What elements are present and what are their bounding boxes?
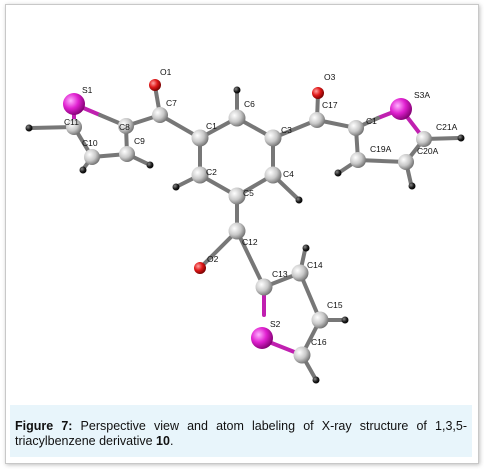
atom-label: C8 [119,122,130,132]
hydrogen-atoms [25,86,465,384]
atom-label: C16 [311,337,327,347]
hydrogen-atom [312,376,320,384]
bond [356,158,408,164]
carbon-atom [228,222,246,240]
hydrogen-atom [457,134,465,142]
compound-number: 10 [156,434,170,448]
atom-labels: S1 O1 C7 C6 O3 C17 S3A C11 C8 C9 C10 C1 … [64,67,458,347]
atom-label: C9 [134,136,145,146]
figure-caption: Figure 7: Perspective view and atom labe… [15,419,467,449]
atom-label: C17 [322,100,338,110]
carbon-atoms [66,107,432,364]
hydrogen-atom [146,161,154,169]
atom-label: C4 [283,169,294,179]
carbon-atom [311,311,329,329]
sulfur-atom [63,93,85,115]
bond [298,271,322,322]
carbon-atom [152,107,168,123]
hydrogen-atom [172,183,180,191]
carbon-atom [293,346,311,364]
atom-label: C7 [166,98,177,108]
caption-text: Perspective view and atom labeling of X-… [15,419,467,448]
atom-label: O2 [207,254,219,264]
carbon-atom [255,278,273,296]
atom-label: C11 [64,117,79,127]
sulfur-atom [251,327,273,349]
caption-end: . [169,434,174,448]
carbon-atom [309,112,325,128]
oxygen-atom [149,79,161,91]
atom-label: C6 [244,99,255,109]
hydrogen-atom [79,166,87,174]
atom-label: C20A [417,146,439,156]
oxygen-atom [312,87,324,99]
atom-label: C14 [307,260,323,270]
carbon-atom [291,264,309,282]
carbon-atom [119,146,135,162]
hydrogen-atom [295,196,303,204]
atom-label: C13 [272,269,288,279]
atom-label: C1 [366,116,377,126]
atom-label: O3 [324,72,336,82]
carbon-atom [84,149,100,165]
carbon-atom [350,152,366,168]
atom-label: C21A [436,122,458,132]
bond [235,229,266,289]
carbon-atom [191,129,209,147]
atom-label: C15 [327,300,343,310]
atom-label: C5 [243,188,254,198]
carbon-atom [66,119,82,135]
hydrogen-atom [408,182,416,190]
sulfur-atoms [63,93,412,349]
sulfur-atom [390,98,412,120]
molecule-diagram: S1 O1 C7 C6 O3 C17 S3A C11 C8 C9 C10 C1 … [25,67,465,384]
atom-label: S3A [414,90,430,100]
figure-label: Figure 7: [15,419,73,433]
carbon-atom [264,129,282,147]
carbon-atom [416,131,432,147]
atom-label: C12 [242,237,258,247]
atom-label: C3 [281,125,292,135]
atom-label: C2 [206,167,217,177]
carbon-atom [264,166,282,184]
caption-background [10,405,472,457]
atom-label: S2 [270,319,281,329]
atom-label: C1 [206,121,217,131]
carbon-atom [118,118,134,134]
carbon-atom [228,187,246,205]
hydrogen-atom [25,124,33,132]
oxygen-atoms [149,79,324,274]
atom-label: C10 [82,138,98,148]
atom-label: S1 [82,85,93,95]
carbon-atom [348,120,364,136]
oxygen-atom [194,262,206,274]
hydrogen-atom [334,169,342,177]
carbon-atom [228,109,246,127]
hydrogen-atom [233,86,241,94]
hydrogen-atom [302,244,310,252]
carbon-atom [191,166,209,184]
carbon-atom [398,154,414,170]
atom-label: C19A [370,144,392,154]
hydrogen-atom [341,316,349,324]
atom-label: O1 [160,67,172,77]
